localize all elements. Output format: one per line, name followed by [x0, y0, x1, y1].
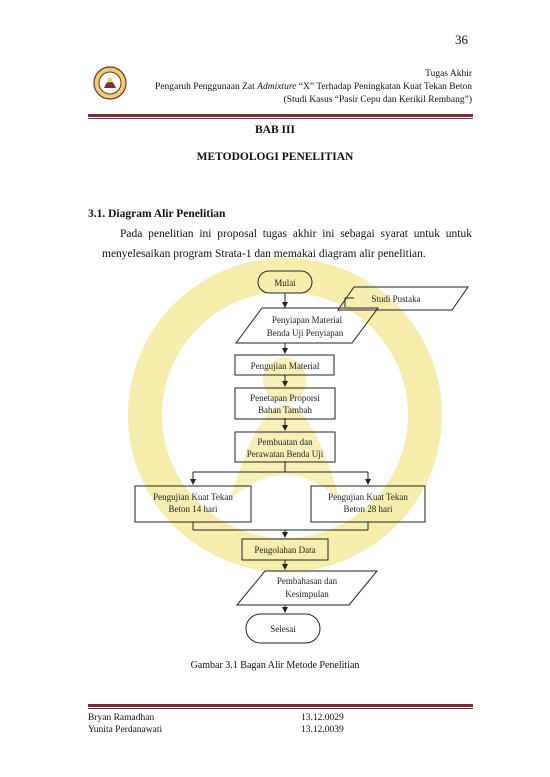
- proportion-label-1: Penetapan Proporsi: [250, 393, 320, 403]
- end-label: Selesai: [270, 624, 296, 634]
- making-label-1: Pembuatan dan: [257, 437, 313, 447]
- footer-name-2: Yunita Perdanawati: [88, 725, 163, 735]
- header-line-3: (Studi Kasus “Pasir Cepu dan Kerikil Rem…: [283, 95, 472, 105]
- preparation-parallelogram: [235, 307, 379, 344]
- footer-id-1: 13.12.0029: [301, 713, 344, 723]
- chapter-title: METODOLOGI PENELITIAN: [196, 151, 354, 163]
- processing-box: [241, 538, 329, 561]
- header-rule-thin: [88, 118, 473, 119]
- literature-parallelogram: [337, 286, 469, 311]
- end-terminator: [245, 613, 321, 644]
- discussion-label-1: Pembahasan dan: [277, 576, 338, 586]
- footer-rule-thin: [88, 708, 473, 709]
- university-watermark: [128, 258, 442, 572]
- start-terminator: [257, 270, 313, 294]
- material-test-box: [234, 354, 335, 376]
- start-label: Mulai: [274, 278, 296, 288]
- figure-caption: Gambar 3.1 Bagan Alir Metode Penelitian: [190, 660, 360, 671]
- processing-label: Pengolahan Data: [254, 545, 315, 555]
- footer-name-1: Bryan Ramadhan: [88, 713, 155, 723]
- page-number: 36: [455, 32, 468, 47]
- proportion-box: [234, 387, 336, 420]
- making-label-2: Perawatan Benda Uji: [247, 449, 324, 459]
- footer-id-2: 13.12.0039: [301, 725, 344, 735]
- paragraph-line-2: menyelesaikan program Strata-1 dan memak…: [102, 248, 426, 260]
- material-test-label: Pengujian Material: [251, 361, 320, 371]
- test-14-box: [134, 485, 252, 523]
- test28-label-2: Beton 28 hari: [344, 504, 393, 514]
- paragraph-line-1: Pada penelitian ini proposal tugas akhir…: [120, 228, 472, 240]
- test14-label-2: Beton 14 hari: [169, 504, 218, 514]
- making-box: [234, 431, 336, 463]
- discussion-label-2: Kesimpulan: [285, 589, 329, 599]
- chapter-number: BAB III: [255, 124, 295, 136]
- test-28-box: [310, 485, 426, 523]
- prep-label-2: Benda Uji Penyiapan: [267, 328, 344, 338]
- proportion-label-2: Bahan Tambah: [258, 405, 312, 415]
- university-logo: [93, 66, 127, 100]
- section-heading: 3.1. Diagram Alir Penelitian: [88, 208, 226, 220]
- header-line-1: Tugas Akhir: [425, 69, 472, 79]
- footer-rule: [88, 704, 473, 707]
- header-rule: [88, 114, 473, 117]
- discussion-parallelogram: [235, 570, 379, 606]
- literature-label: Studi Pustaka: [371, 294, 420, 304]
- header-line-2: Pengaruh Penggunaan Zat Admixture “X” Te…: [155, 82, 472, 92]
- test28-label-1: Pengujian Kuat Tekan: [328, 492, 408, 502]
- test14-label-1: Pengujian Kuat Tekan: [153, 492, 233, 502]
- prep-label-1: Penyiapan Material: [272, 315, 343, 325]
- section-paragraph: Pada penelitian ini proposal tugas akhir…: [88, 224, 472, 264]
